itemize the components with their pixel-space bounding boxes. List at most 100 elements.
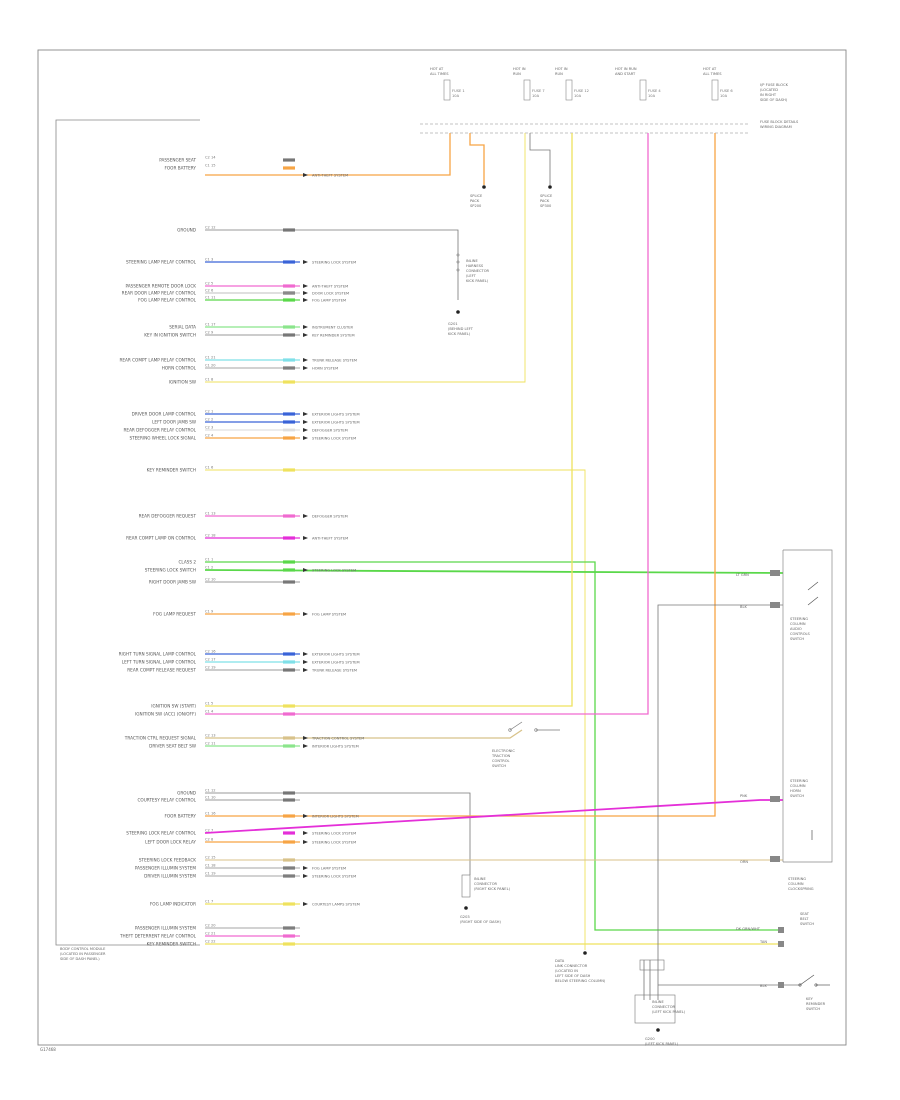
svg-text:G201: G201 [448, 322, 458, 326]
svg-text:(RIGHT SIDE OF DASH): (RIGHT SIDE OF DASH) [460, 920, 501, 924]
svg-text:SPLICE: SPLICE [470, 194, 483, 198]
svg-text:CONNECTOR: CONNECTOR [652, 1005, 676, 1009]
bcm-pin-number: C2 7 [205, 829, 213, 833]
svg-text:LINK CONNECTOR: LINK CONNECTOR [555, 964, 588, 968]
svg-text:PACK: PACK [540, 199, 550, 203]
destination-label: INSTRUMENT CLUSTER [312, 326, 353, 330]
svg-text:(RIGHT KICK PANEL): (RIGHT KICK PANEL) [474, 887, 511, 891]
svg-text:CONNECTOR: CONNECTOR [466, 269, 490, 273]
destination-label: ANTI-THEFT SYSTEM [312, 285, 348, 289]
bcm-pin-label: IGNITION SW (START) [151, 704, 196, 709]
svg-text:HORN: HORN [790, 789, 801, 793]
destination-label: INTERIOR LIGHTS SYSTEM [312, 745, 359, 749]
destination-label: DOOR LOCK SYSTEM [312, 292, 349, 296]
wire-ign-up [205, 133, 526, 383]
destination-arrow [303, 366, 308, 370]
bcm-pin-number: C1 12 [205, 789, 216, 793]
bcm-pin-label: REAR COMPT LAMP ON CONTROL [126, 536, 197, 541]
svg-text:SWITCH: SWITCH [800, 922, 814, 926]
bcm-pin-label: COURTESY RELAY CONTROL [137, 798, 196, 803]
svg-text:RUN: RUN [513, 72, 521, 76]
bcm-pin-number: C2 22 [205, 940, 216, 944]
svg-text:10A: 10A [452, 94, 460, 98]
svg-text:SPLICE: SPLICE [540, 194, 553, 198]
destination-arrow [303, 358, 308, 362]
destination-label: STEERING LOCK SYSTEM [312, 437, 356, 441]
wire-color-swatch [283, 831, 295, 835]
svg-text:(LEFT: (LEFT [466, 274, 477, 278]
bcm-pin-number: C1 3 [205, 258, 213, 262]
bcm-pin-label: DRIVER ILLUMIN SYSTEM [144, 874, 196, 879]
svg-text:SWITCH: SWITCH [806, 1007, 820, 1011]
bcm-pin-number: C2 1 [205, 410, 213, 414]
destination-label: FOG LAMP SYSTEM [312, 867, 346, 871]
svg-text:RUN: RUN [555, 72, 563, 76]
destination-label: COURTESY LAMPS SYSTEM [312, 903, 360, 907]
destination-label: TRUNK RELEASE SYSTEM [311, 359, 357, 363]
bcm-pin-label: REAR DEFOGGER REQUEST [139, 514, 197, 519]
bcm-pin-label: RIGHT DOOR JAMB SW [149, 580, 196, 585]
destination-label: EXTERIOR LIGHTS SYSTEM [312, 653, 360, 657]
svg-text:BLK: BLK [740, 605, 747, 609]
bcm-pin-number: C2 8 [205, 838, 214, 842]
svg-text:HOT IN: HOT IN [555, 67, 568, 71]
destination-label: STEERING LOCK SYSTEM [312, 569, 356, 573]
svg-text:PNK: PNK [740, 794, 748, 798]
svg-text:FUSE 12: FUSE 12 [574, 89, 589, 93]
svg-text:HOT AT: HOT AT [703, 67, 717, 71]
destination-arrow [303, 744, 308, 748]
ground-g200: G200 (LEFT KICK PANEL) [645, 1028, 679, 1046]
destination-arrow [303, 412, 308, 416]
svg-text:G200: G200 [645, 1037, 655, 1041]
svg-text:(BEHIND LEFT: (BEHIND LEFT [448, 327, 474, 331]
destination-arrow [303, 568, 308, 572]
destination-arrow [303, 333, 308, 337]
svg-text:COLUMN: COLUMN [788, 882, 804, 886]
destination-arrow [303, 420, 308, 424]
destination-arrow [303, 284, 308, 288]
svg-text:SEAT: SEAT [800, 912, 810, 916]
destination-arrow [303, 428, 308, 432]
wire-fuse7-drop [529, 133, 551, 185]
svg-text:I/P FUSE BLOCK: I/P FUSE BLOCK [760, 83, 789, 87]
inline-connector-1: INLINE HARNESS CONNECTOR (LEFT KICK PANE… [456, 253, 490, 283]
destination-label: EXTERIOR LIGHTS SYSTEM [312, 661, 360, 665]
bcm-pin-number: C1 5 [205, 702, 213, 706]
destination-label: KEY REMINDER SYSTEM [312, 334, 355, 338]
svg-text:FUSE 1: FUSE 1 [452, 89, 465, 93]
svg-text:FUSE 7: FUSE 7 [532, 89, 545, 93]
bcm-pin-label: REAR DOOR LAMP RELAY CONTROL [122, 291, 197, 296]
svg-text:FUSE 6: FUSE 6 [720, 89, 733, 93]
svg-text:HARNESS: HARNESS [466, 264, 484, 268]
svg-text:REMINDER: REMINDER [806, 1002, 826, 1006]
svg-text:HOT IN: HOT IN [513, 67, 526, 71]
bcm-pin-number: C2 5 [205, 282, 213, 286]
svg-text:ORN: ORN [740, 860, 748, 864]
bcm-module-label-3: SIDE OF DASH PANEL) [60, 957, 100, 961]
bcm-pin-number: C2 6 [205, 289, 214, 293]
bcm-pin-number: C1 18 [205, 864, 216, 868]
destination-label: STEERING LOCK SYSTEM [312, 841, 356, 845]
wire-color-swatch [283, 166, 295, 170]
bcm-pin-number: C1 6 [205, 466, 214, 470]
wire-class2 [205, 561, 783, 931]
bcm-pin-number: C2 19 [205, 666, 216, 670]
bcm-pin-number: C2 14 [205, 156, 216, 160]
svg-text:(LEFT KICK PANEL): (LEFT KICK PANEL) [645, 1042, 679, 1046]
svg-text:CONTROL: CONTROL [492, 759, 510, 763]
bcm-pin-label: KEY REMINDER SWITCH [147, 942, 196, 947]
ground-g201: G201 (BEHIND LEFT KICK PANEL) [448, 310, 474, 336]
bcm-pin-number: C2 9 [205, 331, 214, 335]
svg-text:LT GRN: LT GRN [736, 573, 749, 577]
wire-fuse1-drop [469, 133, 485, 185]
destination-label: DEFOGGER SYSTEM [312, 515, 348, 519]
destination-arrow [303, 736, 308, 740]
destination-arrow [303, 260, 308, 264]
bcm-pin-label: GROUND [177, 791, 196, 796]
bcm-pin-number: C1 7 [205, 900, 213, 904]
destination-arrow [303, 866, 308, 870]
destination-arrow [303, 814, 308, 818]
diagram-frame [37, 49, 847, 1046]
bcm-pin-label: REAR COMPT LAMP RELAY CONTROL [119, 358, 196, 363]
bcm-pin-label: PASSENGER ILLUMIN SYSTEM [135, 866, 196, 871]
